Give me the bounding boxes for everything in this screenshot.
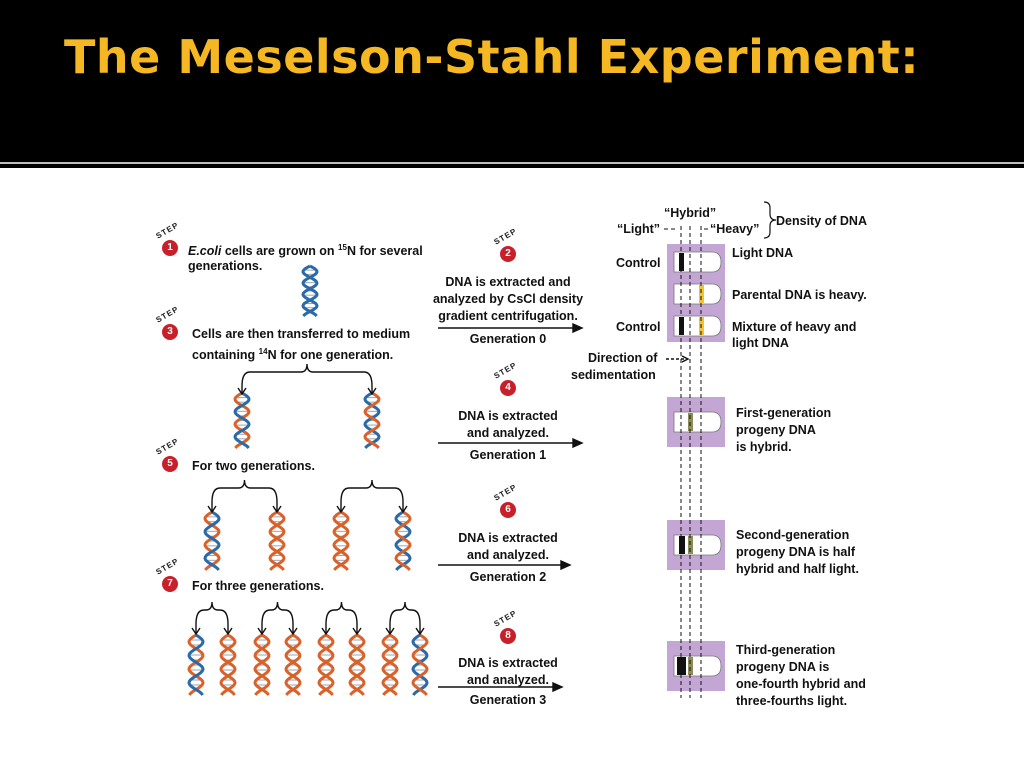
step3-text-line2: containing 14N for one generation. bbox=[192, 347, 394, 363]
step7-text: For three generations. bbox=[192, 579, 324, 593]
sedimentation-arrowhead bbox=[681, 355, 690, 363]
arrow-gen1 bbox=[438, 437, 584, 449]
density-bracket bbox=[763, 201, 777, 239]
centrifuge-tubes bbox=[667, 244, 725, 691]
step8-text-line2: and analyzed. bbox=[467, 673, 549, 687]
step2-text-line2: analyzed by CsCl density bbox=[432, 292, 584, 306]
heavy-label: “Heavy” bbox=[710, 222, 760, 236]
tube-parental-heavy bbox=[673, 283, 722, 305]
arrow-gen3 bbox=[438, 681, 564, 693]
mixture-label-line2: light DNA bbox=[732, 336, 789, 350]
brace-gen3-a bbox=[191, 601, 233, 636]
step6-text-line1: DNA is extracted bbox=[458, 531, 558, 545]
step2-text-line3: gradient centrifugation. bbox=[438, 309, 578, 323]
brace-gen3-d bbox=[385, 601, 425, 636]
slide-title: The Meselson-Stahl Experiment: bbox=[64, 30, 920, 84]
light-dna-label: Light DNA bbox=[732, 246, 794, 260]
helix-gen1-b bbox=[363, 391, 381, 449]
step4-text-line2: and analyzed. bbox=[467, 426, 549, 440]
mixture-label-line1: Mixture of heavy and bbox=[732, 320, 857, 334]
density-guide-lines bbox=[664, 226, 708, 698]
brace-gen1 bbox=[237, 363, 377, 396]
gen3-label-line4: three-fourths light. bbox=[736, 694, 848, 708]
helix-gen2-c bbox=[332, 510, 350, 571]
helix-gen3-1 bbox=[187, 633, 205, 696]
control-label-1: Control bbox=[616, 256, 661, 270]
gen1-label-line1: First-generation bbox=[736, 406, 832, 420]
light-label: “Light” bbox=[617, 222, 661, 236]
dna-helices bbox=[187, 264, 429, 696]
generation-3-label: Generation 3 bbox=[469, 693, 547, 707]
helix-gen3-6 bbox=[348, 633, 366, 696]
step8-text-line1: DNA is extracted bbox=[458, 656, 558, 670]
helix-gen0 bbox=[301, 264, 319, 318]
gen1-label-line3: is hybrid. bbox=[736, 440, 792, 454]
gen2-label-line1: Second-generation bbox=[736, 528, 850, 542]
density-label: Density of DNA bbox=[776, 214, 867, 228]
helix-gen3-4 bbox=[284, 633, 302, 696]
brace-gen3-c bbox=[321, 601, 362, 636]
generation-2-label: Generation 2 bbox=[469, 570, 547, 584]
gen3-label-line2: progeny DNA is bbox=[736, 660, 830, 674]
generation-1-label: Generation 1 bbox=[469, 448, 547, 462]
helix-gen2-a bbox=[203, 510, 221, 571]
helix-gen2-d bbox=[394, 510, 412, 571]
step5-text: For two generations. bbox=[192, 459, 315, 473]
flow-arrows bbox=[438, 201, 777, 693]
brace-gen3-b bbox=[257, 601, 298, 636]
title-bar: The Meselson-Stahl Experiment: bbox=[0, 0, 1024, 160]
direction-label-line2: sedimentation bbox=[571, 368, 656, 382]
arrow-gen0 bbox=[438, 322, 584, 334]
gen1-label-line2: progeny DNA bbox=[736, 423, 816, 437]
brace-gen2-a bbox=[207, 479, 282, 514]
divider bbox=[0, 162, 1024, 164]
helix-gen1-a bbox=[233, 391, 251, 449]
direction-label-line1: Direction of bbox=[588, 351, 658, 365]
helix-gen3-8 bbox=[411, 633, 429, 696]
step2-text-line1: DNA is extracted and bbox=[445, 275, 571, 289]
step1-text-line2: generations. bbox=[188, 259, 263, 273]
helix-gen2-b bbox=[268, 510, 286, 571]
helix-gen3-3 bbox=[253, 633, 271, 696]
tube-gen3 bbox=[673, 655, 722, 677]
step4-text-line1: DNA is extracted bbox=[458, 409, 558, 423]
arrow-gen2 bbox=[438, 559, 572, 571]
helix-gen3-5 bbox=[317, 633, 335, 696]
hybrid-label: “Hybrid” bbox=[664, 206, 717, 220]
generation-0-label: Generation 0 bbox=[469, 332, 547, 346]
control-label-2: Control bbox=[616, 320, 661, 334]
helix-gen3-7 bbox=[381, 633, 399, 696]
branch-braces bbox=[191, 363, 425, 636]
step1-text-line1: E.coli cells are grown on 15N for severa… bbox=[188, 243, 423, 259]
gen3-label-line3: one-fourth hybrid and bbox=[736, 677, 866, 691]
gen3-label-line1: Third-generation bbox=[736, 643, 836, 657]
parental-dna-label: Parental DNA is heavy. bbox=[732, 288, 867, 302]
brace-gen2-b bbox=[336, 479, 408, 514]
gen2-label-line2: progeny DNA is half bbox=[736, 545, 855, 559]
step6-text-line2: and analyzed. bbox=[467, 548, 549, 562]
gen2-label-line3: hybrid and half light. bbox=[736, 562, 859, 576]
helix-gen3-2 bbox=[219, 633, 237, 696]
step3-text-line1: Cells are then transferred to medium bbox=[192, 327, 411, 341]
